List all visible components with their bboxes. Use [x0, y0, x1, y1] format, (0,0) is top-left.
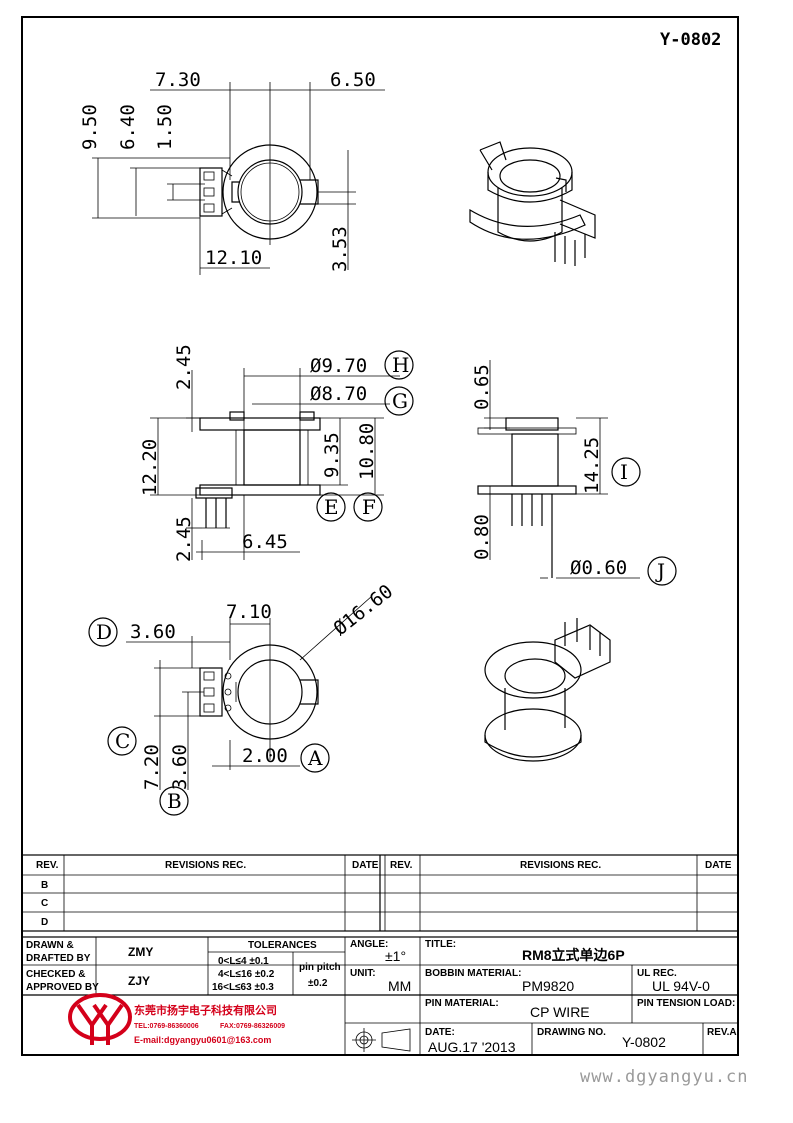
top-pin-3: [203, 203, 215, 213]
revision-table: REV. REVISIONS REC. DATE REV. REVISIONS …: [21, 854, 739, 932]
bobbin-material-label: BOBBIN MATERIAL:: [425, 968, 521, 979]
title-label: TITLE:: [425, 939, 456, 950]
marker-E: E: [324, 495, 339, 519]
tolerance-row-3: 16<L≤63 ±0.3: [212, 982, 274, 993]
side-view: 0.65 14.25 I 0.80 Ø0.60 J: [471, 360, 677, 586]
company-email: E-mail:dgyangyu0601@163.com: [134, 1035, 271, 1045]
company-fax: FAX:0769-86326009: [220, 1023, 285, 1030]
pin-tension-label: PIN TENSION LOAD:: [637, 998, 735, 1009]
rev-row-c: C: [41, 898, 48, 909]
dim-0-65: 0.65: [471, 364, 493, 410]
front-view: Ø9.70 Ø8.70 2.45 12.20 2.45 6.45 9.35 10…: [139, 344, 414, 562]
title-block: DRAWN & DRAFTED BY ZMY CHECKED & APPROVE…: [21, 936, 739, 1056]
marker-F: F: [362, 495, 376, 519]
projection-symbol-icon: [352, 1028, 411, 1052]
angle-label: ANGLE:: [350, 939, 388, 950]
revisions-header-right: REVISIONS REC.: [520, 860, 601, 871]
dim-1-50: 1.50: [154, 104, 176, 150]
dim-12-20: 12.20: [139, 439, 161, 496]
rev-header-right: REV.: [390, 860, 413, 871]
rev-a-label: REV.A: [707, 1027, 737, 1038]
tolerances-label: TOLERANCES: [248, 940, 317, 951]
marker-A: A: [307, 746, 323, 770]
drawing-no-value: Y-0802: [622, 1034, 666, 1050]
date-label: DATE:: [425, 1027, 455, 1038]
pin-material-value: CP WIRE: [530, 1004, 590, 1020]
marker-G: G: [392, 389, 408, 413]
top-left-slot: [231, 181, 240, 203]
top-pin-block: [199, 167, 223, 217]
dim-dia-8-70: Ø8.70: [310, 383, 367, 405]
dim-dia-9-70: Ø9.70: [310, 355, 367, 377]
pin-pitch-label: pin pitch: [299, 962, 341, 973]
dim-10-80: 10.80: [356, 423, 378, 480]
unit-label: UNIT:: [350, 968, 376, 979]
dim-9-35: 9.35: [321, 432, 343, 478]
drawn-label: DRAWN &: [26, 940, 74, 951]
top-pin-1: [203, 171, 215, 181]
dim-6-45: 6.45: [242, 531, 288, 553]
marker-I: I: [620, 460, 628, 484]
bobbin-material-value: PM9820: [522, 978, 574, 994]
tolerance-row-1: 0<L≤4 ±0.1: [218, 956, 269, 967]
ul-label: UL REC.: [637, 968, 677, 979]
revisions-header-left: REVISIONS REC.: [165, 860, 246, 871]
pin-pitch-value: ±0.2: [308, 978, 328, 989]
top-view: 7.30 6.50 9.50 6.40 1.50 12.10 3.53: [79, 69, 385, 275]
dim-3-60-vertical: 3.60: [169, 744, 191, 790]
dim-6-40: 6.40: [117, 104, 139, 150]
rev-row-b: B: [41, 880, 48, 891]
title-value: RM8立式单边6P: [522, 947, 625, 963]
dim-12-10: 12.10: [205, 247, 262, 269]
dim-9-50: 9.50: [79, 104, 101, 150]
tolerance-row-2: 4<L≤16 ±0.2: [218, 969, 275, 980]
drawing-no-label: DRAWING NO.: [537, 1027, 606, 1038]
date-header-right: DATE: [705, 860, 732, 871]
dim-3-53: 3.53: [329, 226, 351, 272]
dim-7-10: 7.10: [226, 601, 272, 623]
bottom-view: 7.10 3.60 D Ø16.60 7.20 3.60 C B 2.00 A: [88, 580, 398, 816]
dim-0-80: 0.80: [471, 514, 493, 560]
dim-14-25: 14.25: [581, 437, 603, 494]
dim-2-45-bottom: 2.45: [173, 516, 195, 562]
drafted-label: DRAFTED BY: [26, 953, 91, 964]
isometric-view-bottom: [484, 618, 611, 762]
dim-2-45-top: 2.45: [173, 344, 195, 390]
unit-value: MM: [388, 978, 411, 994]
rev-header-left: REV.: [36, 860, 59, 871]
dim-dia-16-60: Ø16.60: [330, 580, 398, 640]
marker-J: J: [655, 559, 665, 583]
dim-dia-0-60: Ø0.60: [570, 557, 627, 579]
drawing-code-header: Y-0802: [660, 30, 721, 50]
pin-material-label: PIN MATERIAL:: [425, 998, 499, 1009]
rev-row-d: D: [41, 917, 48, 928]
dim-6-50: 6.50: [330, 69, 376, 91]
top-right-slot: [300, 179, 319, 205]
watermark-url: www.dgyangyu.cn: [580, 1067, 749, 1087]
top-pin-2: [203, 187, 215, 197]
dim-3-60-horizontal: 3.60: [130, 621, 176, 643]
dim-7-30: 7.30: [155, 69, 201, 91]
dim-7-20: 7.20: [141, 744, 163, 790]
company-tel: TEL:0769-86360006: [134, 1023, 199, 1030]
marker-D: D: [96, 620, 112, 644]
dim-2-00: 2.00: [242, 745, 288, 767]
date-value: AUG.17 '2013: [428, 1039, 516, 1055]
angle-value: ±1°: [385, 948, 406, 964]
isometric-view-top: [469, 141, 596, 266]
checked-label: CHECKED &: [26, 969, 85, 980]
company-logo-icon: [68, 993, 132, 1045]
approved-by-value: ZJY: [128, 974, 150, 988]
marker-B: B: [167, 789, 182, 813]
drawn-by-value: ZMY: [128, 945, 153, 959]
date-header-left: DATE: [352, 860, 379, 871]
marker-H: H: [392, 353, 409, 377]
approved-label: APPROVED BY: [26, 982, 99, 993]
marker-C: C: [115, 729, 130, 753]
company-name: 东莞市扬宇电子科技有限公司: [134, 1003, 277, 1017]
ul-value: UL 94V-0: [652, 978, 710, 994]
